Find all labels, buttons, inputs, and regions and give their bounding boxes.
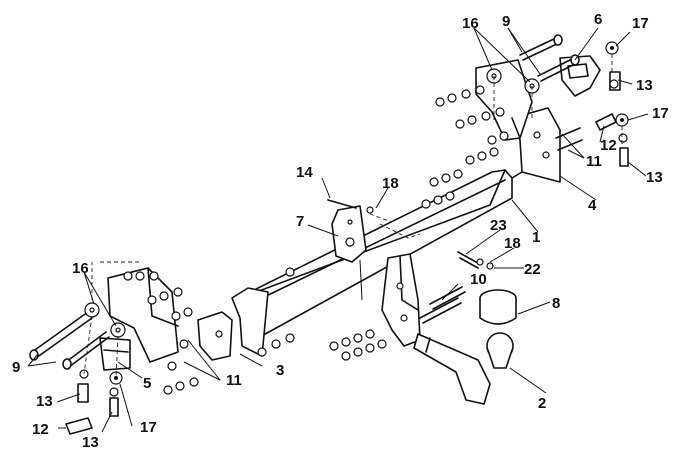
leader-lines xyxy=(27,27,649,433)
socket-plate xyxy=(331,205,367,263)
callout-13-lower: 13 xyxy=(82,434,99,451)
alignment-lines xyxy=(83,54,623,379)
callout-12-right: 12 xyxy=(600,137,617,154)
callout-3: 3 xyxy=(276,362,284,379)
callout-9-right: 9 xyxy=(502,13,510,30)
callout-22: 22 xyxy=(524,261,541,278)
callout-1: 1 xyxy=(532,229,540,246)
callout-18-mid: 18 xyxy=(504,235,521,252)
callout-2: 2 xyxy=(538,395,546,412)
callout-5: 5 xyxy=(143,375,151,392)
callout-8: 8 xyxy=(552,295,560,312)
callout-14: 14 xyxy=(296,164,313,181)
tow-ball-mount xyxy=(413,332,514,405)
callout-6: 6 xyxy=(594,11,602,28)
callout-17-mid: 17 xyxy=(652,105,669,122)
callout-11-left: 11 xyxy=(226,372,242,389)
callout-18-top: 18 xyxy=(382,175,399,192)
callout-17-top: 17 xyxy=(632,15,649,32)
callouts: 1 2 3 4 5 6 7 8 9 9 10 11 11 12 12 13 13… xyxy=(12,11,669,451)
callout-17-left: 17 xyxy=(140,419,157,436)
crossbar xyxy=(239,169,513,339)
callout-16-left: 16 xyxy=(72,260,89,277)
callout-9-left: 9 xyxy=(12,359,20,376)
callout-23: 23 xyxy=(490,217,507,234)
callout-12-left: 12 xyxy=(32,421,49,438)
callout-4: 4 xyxy=(588,197,597,214)
callout-7: 7 xyxy=(296,213,304,230)
callout-13-left: 13 xyxy=(36,393,53,410)
callout-13-right: 13 xyxy=(636,77,653,94)
callout-13-right-lower: 13 xyxy=(646,169,663,186)
callout-10: 10 xyxy=(470,271,487,288)
nuts-and-washers xyxy=(79,41,629,397)
left-bracket xyxy=(197,287,269,361)
tow-ball xyxy=(479,289,517,325)
hook-bracket xyxy=(381,253,421,347)
callout-11-right: 11 xyxy=(586,153,602,170)
callout-16-right: 16 xyxy=(462,15,479,32)
